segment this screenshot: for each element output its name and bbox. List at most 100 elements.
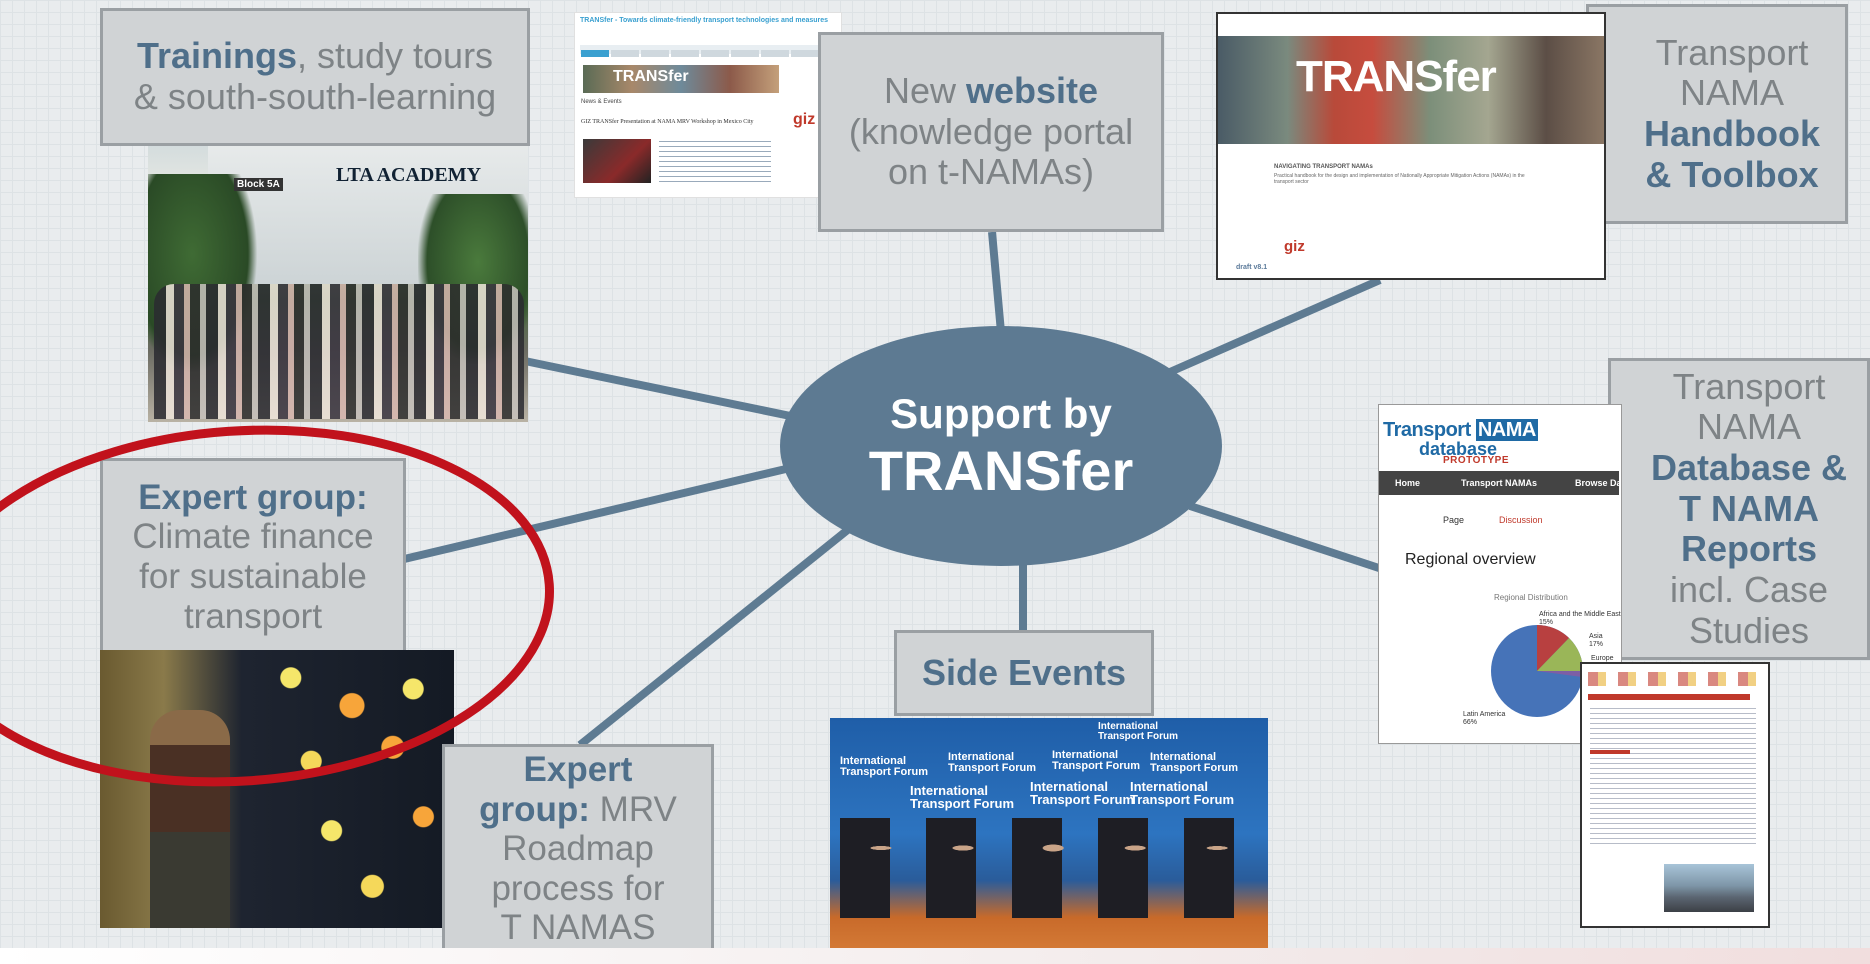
database-heading: Regional overview bbox=[1405, 551, 1536, 568]
handbook-giz: giz bbox=[1284, 238, 1305, 255]
website-banner-text: TRANSfer bbox=[613, 68, 689, 85]
database-logo: Transport NAMA bbox=[1383, 419, 1538, 442]
website-section: News & Events bbox=[581, 99, 622, 105]
panel-speakers bbox=[840, 818, 1250, 918]
database-line3: Database & bbox=[1650, 446, 1848, 488]
handbook-draft: draft v8.1 bbox=[1236, 264, 1268, 271]
database-label-europe: Europe bbox=[1591, 655, 1614, 662]
side-events-label: Side Events bbox=[921, 651, 1127, 693]
website-screenshot: TRANSfer - Towards climate-friendly tran… bbox=[574, 12, 842, 198]
website-line3: on t-NAMAs) bbox=[887, 151, 1095, 193]
trainings-line1: Trainings, study tours bbox=[136, 35, 494, 77]
database-line1: Transport bbox=[1672, 365, 1826, 407]
mrv-line5: T NAMAS bbox=[500, 908, 656, 948]
mrv-highlight: group: bbox=[479, 789, 590, 829]
connector-trainings bbox=[519, 356, 801, 422]
report-train-photo bbox=[1664, 864, 1754, 912]
block-sign: Block 5A bbox=[234, 178, 283, 191]
connector-website bbox=[988, 231, 1005, 333]
database-pie-chart bbox=[1491, 625, 1583, 717]
website-news-text bbox=[659, 141, 771, 183]
report-logos bbox=[1588, 672, 1758, 686]
database-pct-latam: 66% bbox=[1463, 719, 1478, 726]
database-tab-discussion: Discussion bbox=[1499, 515, 1543, 525]
sticky-notes bbox=[250, 650, 454, 928]
pie-europe bbox=[1537, 671, 1583, 677]
forum-text-1: International Transport Forum bbox=[1098, 721, 1179, 742]
presenter bbox=[150, 710, 230, 928]
connector-database bbox=[1188, 502, 1387, 574]
forum-text-7: International Transport Forum bbox=[1030, 779, 1135, 807]
trainings-rest: , study tours bbox=[296, 35, 494, 77]
database-logo-bottom: database bbox=[1419, 439, 1498, 459]
database-label-africa: Africa and the Middle East bbox=[1539, 611, 1621, 618]
database-prototype: PROTOTYPE bbox=[1443, 455, 1509, 466]
connector-handbook bbox=[1168, 276, 1382, 376]
connector-mrv bbox=[577, 524, 853, 749]
forum-text-4: International Transport Forum bbox=[1052, 749, 1141, 772]
handbook-box: Transport NAMA Handbook & Toolbox bbox=[1586, 4, 1848, 224]
database-box: Transport NAMA Database & T NAMA Reports… bbox=[1608, 358, 1870, 660]
trainings-highlight: Trainings bbox=[136, 35, 297, 77]
database-nav-browse: Browse Dat bbox=[1575, 478, 1622, 488]
website-line1: New website bbox=[884, 69, 1099, 112]
database-line5: Reports bbox=[1680, 528, 1818, 570]
website-banner: TRANSfer bbox=[583, 65, 779, 93]
database-label-asia: Asia bbox=[1589, 633, 1603, 640]
website-title: TRANSfer - Towards climate-friendly tran… bbox=[580, 17, 829, 24]
handbook-line2: NAMA bbox=[1679, 72, 1784, 114]
database-tab-page: Page bbox=[1443, 515, 1465, 525]
database-line7: Studies bbox=[1688, 609, 1810, 651]
handbook-logo: TRANSfer bbox=[1296, 52, 1497, 101]
trainings-line2: & south-south-learning bbox=[133, 76, 497, 117]
database-nav-namas: Transport NAMAs bbox=[1461, 478, 1538, 488]
red-highlight-oval bbox=[0, 425, 554, 787]
pie-asia bbox=[1537, 638, 1583, 671]
climate-line4: transport bbox=[183, 596, 323, 636]
website-box: New website (knowledge portal on t-NAMAs… bbox=[818, 32, 1164, 232]
website-headline: GIZ TRANSfer Presentation at NAMA MRV Wo… bbox=[581, 119, 754, 125]
mrv-line3: Roadmap bbox=[502, 829, 654, 869]
trainings-box: Trainings, study tours & south-south-lea… bbox=[100, 8, 530, 146]
database-line6: incl. Case bbox=[1669, 569, 1829, 610]
mrv-rest: MRV bbox=[589, 789, 677, 829]
pie-africa-middle-east bbox=[1537, 625, 1569, 671]
training-group-photo: LTA ACADEMY Block 5A bbox=[148, 134, 528, 422]
forum-text-2: International Transport Forum bbox=[840, 755, 929, 778]
climate-line3: for sustainable bbox=[139, 557, 367, 596]
forum-text-6: International Transport Forum bbox=[910, 783, 1015, 811]
website-highlight: website bbox=[965, 69, 1099, 111]
handbook-line1: Transport bbox=[1655, 31, 1809, 73]
database-line2: NAMA bbox=[1696, 406, 1801, 448]
hub-line2: TRANSfer bbox=[868, 439, 1134, 502]
lta-academy-sign: LTA ACADEMY bbox=[336, 164, 482, 186]
database-pct-asia: 17% bbox=[1589, 641, 1604, 648]
forum-text-5: International Transport Forum bbox=[1150, 751, 1239, 774]
side-events-photo: International Transport Forum Internatio… bbox=[830, 718, 1268, 950]
report-document bbox=[1580, 662, 1770, 928]
database-nav: Home Transport NAMAs Browse Dat bbox=[1379, 471, 1622, 495]
expert-group-photo bbox=[100, 650, 454, 928]
database-nav-home: Home bbox=[1395, 478, 1421, 488]
website-line2: (knowledge portal bbox=[848, 110, 1134, 152]
database-logo-top: Transport bbox=[1383, 419, 1471, 441]
report-section-mark bbox=[1590, 750, 1630, 754]
training-people bbox=[154, 284, 524, 419]
handbook-photo bbox=[1218, 36, 1604, 144]
database-chart-title: Regional Distribution bbox=[1494, 593, 1568, 602]
mrv-box: Expert group: MRV Roadmap process for T … bbox=[442, 744, 714, 954]
handbook-subtitle: Practical handbook for the design and im… bbox=[1274, 173, 1525, 185]
hub-ellipse: Support by TRANSfer bbox=[780, 326, 1222, 566]
climate-highlight: Expert group: bbox=[138, 477, 368, 517]
report-body-lines bbox=[1590, 708, 1756, 848]
handbook-title: NAVIGATING TRANSPORT NAMAs bbox=[1274, 164, 1373, 170]
handbook-line3: Handbook bbox=[1644, 113, 1820, 154]
mrv-line1: Expert bbox=[523, 750, 633, 790]
mrv-line4: process for bbox=[491, 868, 665, 908]
website-news-thumb bbox=[583, 139, 651, 183]
forum-text-8: International Transport Forum bbox=[1130, 779, 1235, 807]
database-label-latam: Latin America bbox=[1463, 711, 1506, 718]
database-line4: T NAMA bbox=[1679, 487, 1819, 529]
